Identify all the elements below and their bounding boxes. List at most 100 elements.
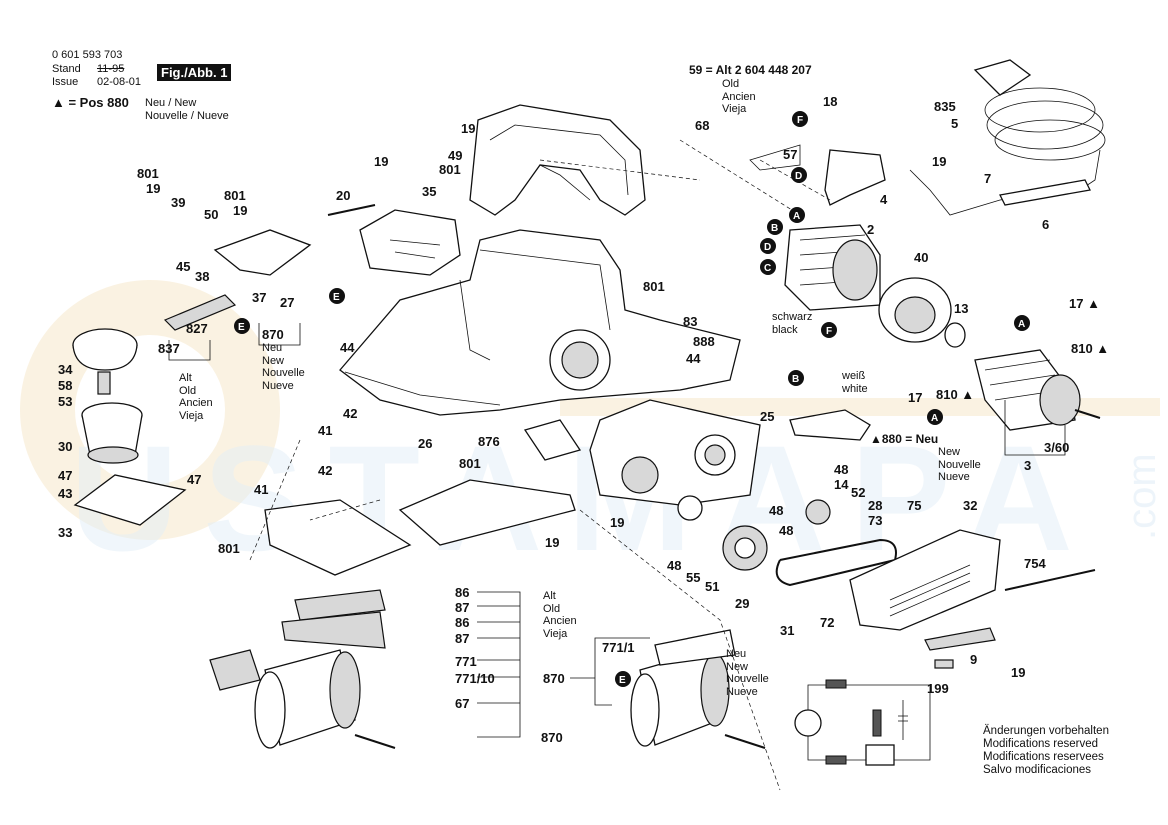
label-19a: 19 — [461, 121, 475, 136]
label-876: 876 — [478, 434, 500, 449]
label-87b: 87 — [455, 631, 469, 646]
label-19c: 19 — [146, 181, 160, 196]
label-27: 27 — [280, 295, 294, 310]
label-41b: 41 — [254, 482, 268, 497]
label-48d: 48 — [667, 558, 681, 573]
label-86a: 86 — [455, 585, 469, 600]
svg-text:F: F — [826, 326, 832, 337]
label-48b: 48 — [769, 503, 783, 518]
label-32: 32 — [963, 498, 977, 513]
label-19e: 19 — [374, 154, 388, 169]
spanner — [1004, 569, 1096, 591]
marker-a-2: A — [927, 409, 943, 425]
label-7: 7 — [984, 171, 991, 186]
label-3: 3 — [1024, 458, 1031, 473]
leader-lines — [168, 139, 1066, 791]
label-57: 57 — [783, 147, 797, 162]
label-19d: 19 — [233, 203, 247, 218]
label-33: 33 — [58, 525, 72, 540]
label-67: 67 — [455, 696, 469, 711]
label-77110: 771/10 — [455, 671, 495, 686]
label-810a: 810 ▲ — [1071, 341, 1109, 356]
svg-text:A: A — [793, 211, 800, 222]
power-cable — [909, 59, 1106, 216]
pos-note-lang2: Nouvelle / Nueve — [145, 110, 229, 122]
label-30: 30 — [58, 439, 72, 454]
marker-e-2: E — [234, 318, 250, 334]
label-72: 72 — [820, 615, 834, 630]
svg-text:A: A — [1018, 319, 1025, 330]
label-48c: 48 — [779, 523, 793, 538]
label-40: 40 — [914, 250, 928, 265]
marker-e-1: E — [329, 288, 345, 304]
marker-b-1: B — [767, 219, 783, 235]
label-9: 9 — [970, 652, 977, 667]
marker-f-2: F — [821, 322, 837, 338]
blade-2 — [281, 611, 386, 649]
marker-f-1: F — [792, 111, 808, 127]
label-14: 14 — [834, 477, 849, 492]
label-810b: 810 ▲ — [936, 387, 974, 402]
letter-markers: E E E F D A B D C F B A A — [234, 111, 1030, 687]
label-51: 51 — [705, 579, 719, 594]
label-835: 835 — [934, 99, 956, 114]
alt-59-note: 59 = Alt 2 604 448 207 — [689, 63, 812, 77]
label-44b: 44 — [686, 351, 701, 366]
label-34: 34 — [58, 362, 73, 377]
label-801f: 801 — [218, 541, 240, 556]
label-837: 837 — [158, 341, 180, 356]
figure-label: Fig./Abb. 1 — [157, 64, 232, 81]
marker-d-1: D — [791, 167, 807, 183]
label-360: 3/60 — [1044, 440, 1069, 455]
marker-a-1: A — [789, 207, 805, 223]
guard — [523, 419, 582, 461]
label-87a: 87 — [455, 600, 469, 615]
label-801e: 801 — [459, 456, 481, 471]
label-50: 50 — [204, 207, 218, 222]
spring-57 — [749, 144, 801, 171]
handle-part — [469, 104, 646, 216]
plate — [163, 294, 237, 331]
svg-text:C: C — [764, 263, 771, 274]
label-29: 29 — [735, 596, 749, 611]
part-labels: 19 49 801 68 18 57 19 4 835 5 7 6 801 19… — [58, 94, 1109, 745]
svg-text:F: F — [797, 115, 803, 126]
label-43: 43 — [58, 486, 72, 501]
switch-plate — [789, 409, 871, 441]
blade-1 — [294, 589, 386, 621]
pos880-note: ▲880 = Neu — [870, 432, 939, 446]
marker-b-2: B — [788, 370, 804, 386]
marker-a-3: A — [1014, 315, 1030, 331]
gearbox-housing — [589, 399, 761, 506]
label-17a: 17 ▲ — [1069, 296, 1100, 311]
pos-note: ▲ = Pos 880 — [52, 95, 129, 110]
label-83: 83 — [683, 314, 697, 329]
issue-date: 02-08-01 — [97, 76, 142, 88]
svg-text:D: D — [795, 171, 802, 182]
label-53: 53 — [58, 394, 72, 409]
label-870b: 870 — [541, 730, 563, 745]
svg-text:E: E — [333, 292, 340, 303]
bracket — [213, 229, 312, 276]
label-19f: 19 — [610, 515, 624, 530]
bearing-ring — [878, 277, 952, 343]
pos-note-lang1: Neu / New — [145, 97, 197, 109]
label-801a: 801 — [439, 162, 461, 177]
label-13: 13 — [954, 301, 968, 316]
label-58: 58 — [58, 378, 72, 393]
switch — [824, 149, 886, 206]
label-6: 6 — [1042, 217, 1049, 232]
label-19g: 19 — [545, 535, 559, 550]
label-18: 18 — [823, 94, 837, 109]
marker-c-1: C — [760, 259, 776, 275]
label-771: 771 — [455, 654, 477, 669]
